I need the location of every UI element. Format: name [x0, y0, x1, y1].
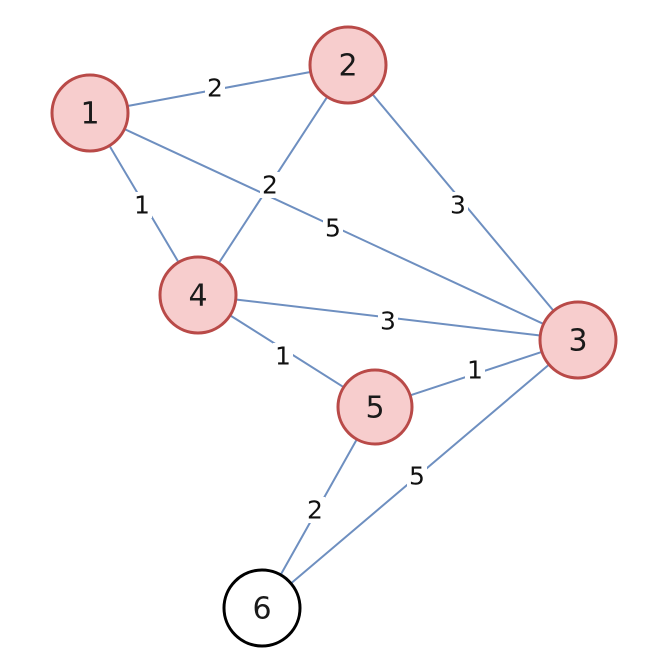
node-circle-2[interactable]	[308, 25, 388, 105]
node-label-2: 2	[338, 49, 357, 84]
nodes-layer: 1 2 3 4 5 6	[50, 25, 618, 648]
edge-weight-label-2-3: 3	[448, 191, 468, 220]
node-label-4: 4	[188, 279, 207, 314]
edge-weight-label-4-3: 3	[378, 307, 398, 336]
edge-label-backdrop	[260, 172, 280, 198]
edge-labels-layer: 2 1 5 2 3 3 1 1 2 5	[132, 74, 485, 525]
edge-weight-text: 5	[409, 462, 425, 491]
graph-node-3[interactable]: 3	[538, 300, 618, 380]
edge-label-backdrop	[132, 192, 152, 218]
edge-label-backdrop	[273, 343, 293, 369]
edge-label-backdrop	[465, 357, 485, 383]
edge-weight-text: 1	[134, 191, 150, 220]
node-circle-6[interactable]	[222, 568, 302, 648]
edge-weight-label-1-3: 5	[323, 214, 343, 243]
graph-node-6[interactable]: 6	[222, 568, 302, 648]
edge-weight-label-2-4: 2	[260, 171, 280, 200]
node-label-1: 1	[80, 97, 99, 132]
edge-label-backdrop	[378, 308, 398, 334]
edge-weight-text: 3	[450, 191, 466, 220]
node-label-3: 3	[568, 324, 587, 359]
edge-weight-text: 2	[307, 496, 323, 525]
edge-weight-text: 5	[325, 214, 341, 243]
edge-weight-label-5-3: 1	[465, 356, 485, 385]
edge-weight-label-6-3: 5	[407, 462, 427, 491]
graph-node-5[interactable]: 5	[336, 368, 414, 446]
graph-node-2[interactable]: 2	[308, 25, 388, 105]
node-circle-5[interactable]	[336, 368, 414, 446]
node-circle-1[interactable]	[50, 73, 130, 153]
edge-label-backdrop	[305, 497, 325, 523]
graph-node-1[interactable]: 1	[50, 73, 130, 153]
edge-weight-text: 1	[467, 356, 483, 385]
node-circle-4[interactable]	[158, 255, 238, 335]
edge-label-backdrop	[448, 192, 468, 218]
edge-weight-text: 1	[275, 342, 291, 371]
edge-weight-text: 2	[207, 74, 223, 103]
edge-weight-label-4-5: 1	[273, 342, 293, 371]
edge-label-backdrop	[323, 215, 343, 241]
edge-weight-label-1-4: 1	[132, 191, 152, 220]
edge-label-backdrop	[407, 463, 427, 489]
edge-label-backdrop	[205, 75, 225, 101]
edge-weight-text: 3	[380, 307, 396, 336]
edge-weight-text: 2	[262, 171, 278, 200]
edge-weight-label-5-6: 2	[305, 496, 325, 525]
edge-weight-label-1-2: 2	[205, 74, 225, 103]
node-label-5: 5	[365, 391, 384, 426]
node-circle-3[interactable]	[538, 300, 618, 380]
graph-node-4[interactable]: 4	[158, 255, 238, 335]
node-label-6: 6	[252, 592, 271, 627]
